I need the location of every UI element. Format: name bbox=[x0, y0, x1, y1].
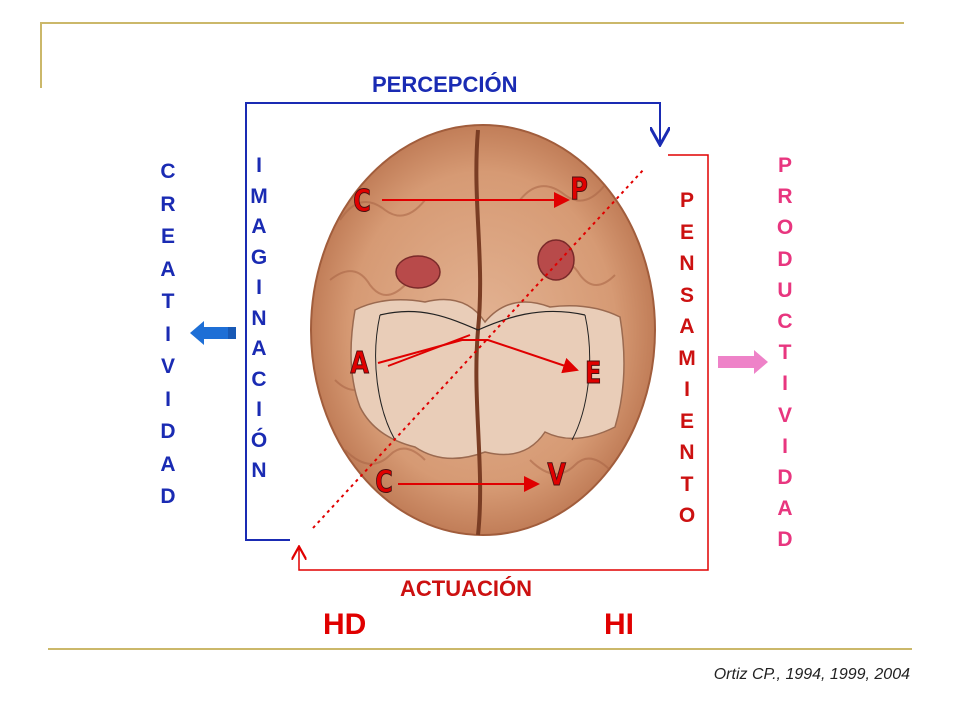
pensamiento-letter: T bbox=[680, 472, 694, 496]
creatividad-letter: D bbox=[160, 485, 176, 508]
arrow-a-to-e bbox=[377, 339, 579, 374]
productividad-letter: D bbox=[777, 528, 793, 552]
perception-label: PERCEPCIÓN bbox=[372, 72, 518, 97]
deco-line-bottom bbox=[48, 648, 912, 650]
hemisphere-right-label-hd: HD bbox=[323, 608, 367, 641]
productividad-letter: P bbox=[777, 154, 792, 177]
productividad-letter: O bbox=[776, 216, 794, 240]
brain-letter-bottom-right: V bbox=[547, 458, 566, 494]
creativity-arrow-icon bbox=[190, 321, 236, 345]
productividad-letter: A bbox=[777, 497, 793, 521]
productividad-letter: D bbox=[777, 247, 793, 271]
deco-line-top bbox=[40, 22, 904, 24]
productivity-arrow-icon bbox=[718, 350, 768, 374]
pensamiento-letter: S bbox=[679, 283, 694, 307]
pensamiento-letter: O bbox=[678, 504, 696, 527]
pensamiento-letter: M bbox=[678, 346, 696, 370]
imaginacion-letter: I bbox=[256, 398, 262, 421]
pensamiento-letter: N bbox=[679, 441, 695, 464]
pensamiento-letter: A bbox=[679, 315, 695, 338]
imaginacion-letter: M bbox=[250, 184, 268, 208]
productividad-letter: D bbox=[777, 466, 793, 490]
creatividad-letter: D bbox=[160, 420, 176, 443]
brain-letter-top-right: P bbox=[570, 172, 588, 208]
pensamiento-letter: E bbox=[679, 409, 694, 433]
imaginacion-letter: I bbox=[256, 154, 262, 177]
imaginacion-letter: A bbox=[251, 215, 267, 238]
creatividad-letter: I bbox=[165, 322, 171, 346]
creatividad-letter: E bbox=[160, 225, 175, 248]
perception-connector bbox=[245, 102, 660, 541]
brain-letter-bottom-left: C bbox=[375, 465, 393, 501]
productividad-letter: R bbox=[777, 185, 793, 209]
imaginacion-letter: Ó bbox=[250, 428, 268, 452]
hemisphere-left-label-hi: HI bbox=[604, 608, 634, 641]
productividad-letter: I bbox=[782, 434, 788, 458]
pensamiento-letter: I bbox=[684, 378, 690, 401]
imaginacion-letter: N bbox=[251, 306, 267, 330]
action-connector bbox=[299, 154, 709, 571]
creatividad-letter: A bbox=[160, 452, 176, 476]
creatividad-letter: I bbox=[165, 387, 171, 411]
pensamiento-letter: N bbox=[679, 252, 695, 275]
productividad-letter: V bbox=[777, 403, 792, 427]
pensamiento-letter: E bbox=[679, 220, 694, 244]
imaginacion-letter: I bbox=[256, 276, 262, 299]
imaginacion-letter: C bbox=[251, 367, 267, 391]
citation: Ortiz CP., 1994, 1999, 2004 bbox=[713, 666, 910, 683]
productividad-letter: C bbox=[777, 310, 793, 334]
action-label: ACTUACIÓN bbox=[400, 576, 532, 601]
creatividad-letter: V bbox=[160, 355, 175, 378]
brain-letter-top-left: C bbox=[353, 184, 371, 220]
creatividad-letter: C bbox=[160, 160, 176, 183]
productividad-letter: U bbox=[777, 278, 793, 302]
brain-illustration bbox=[310, 124, 656, 536]
brain-letter-mid-left: A bbox=[350, 346, 369, 382]
imaginacion-letter: A bbox=[251, 337, 267, 360]
productividad-letter: T bbox=[778, 341, 792, 365]
creatividad-letter: A bbox=[160, 257, 176, 281]
creatividad-letter: R bbox=[160, 192, 176, 216]
creatividad-letter: T bbox=[161, 290, 175, 313]
deco-line-left bbox=[40, 22, 42, 88]
diagonal-dotted-line bbox=[312, 167, 646, 529]
brain-letter-mid-right: E bbox=[585, 356, 602, 392]
imaginacion-letter: G bbox=[250, 245, 268, 269]
productividad-letter: I bbox=[782, 372, 788, 396]
pensamiento-letter: P bbox=[679, 189, 694, 212]
imaginacion-letter: N bbox=[251, 459, 267, 482]
